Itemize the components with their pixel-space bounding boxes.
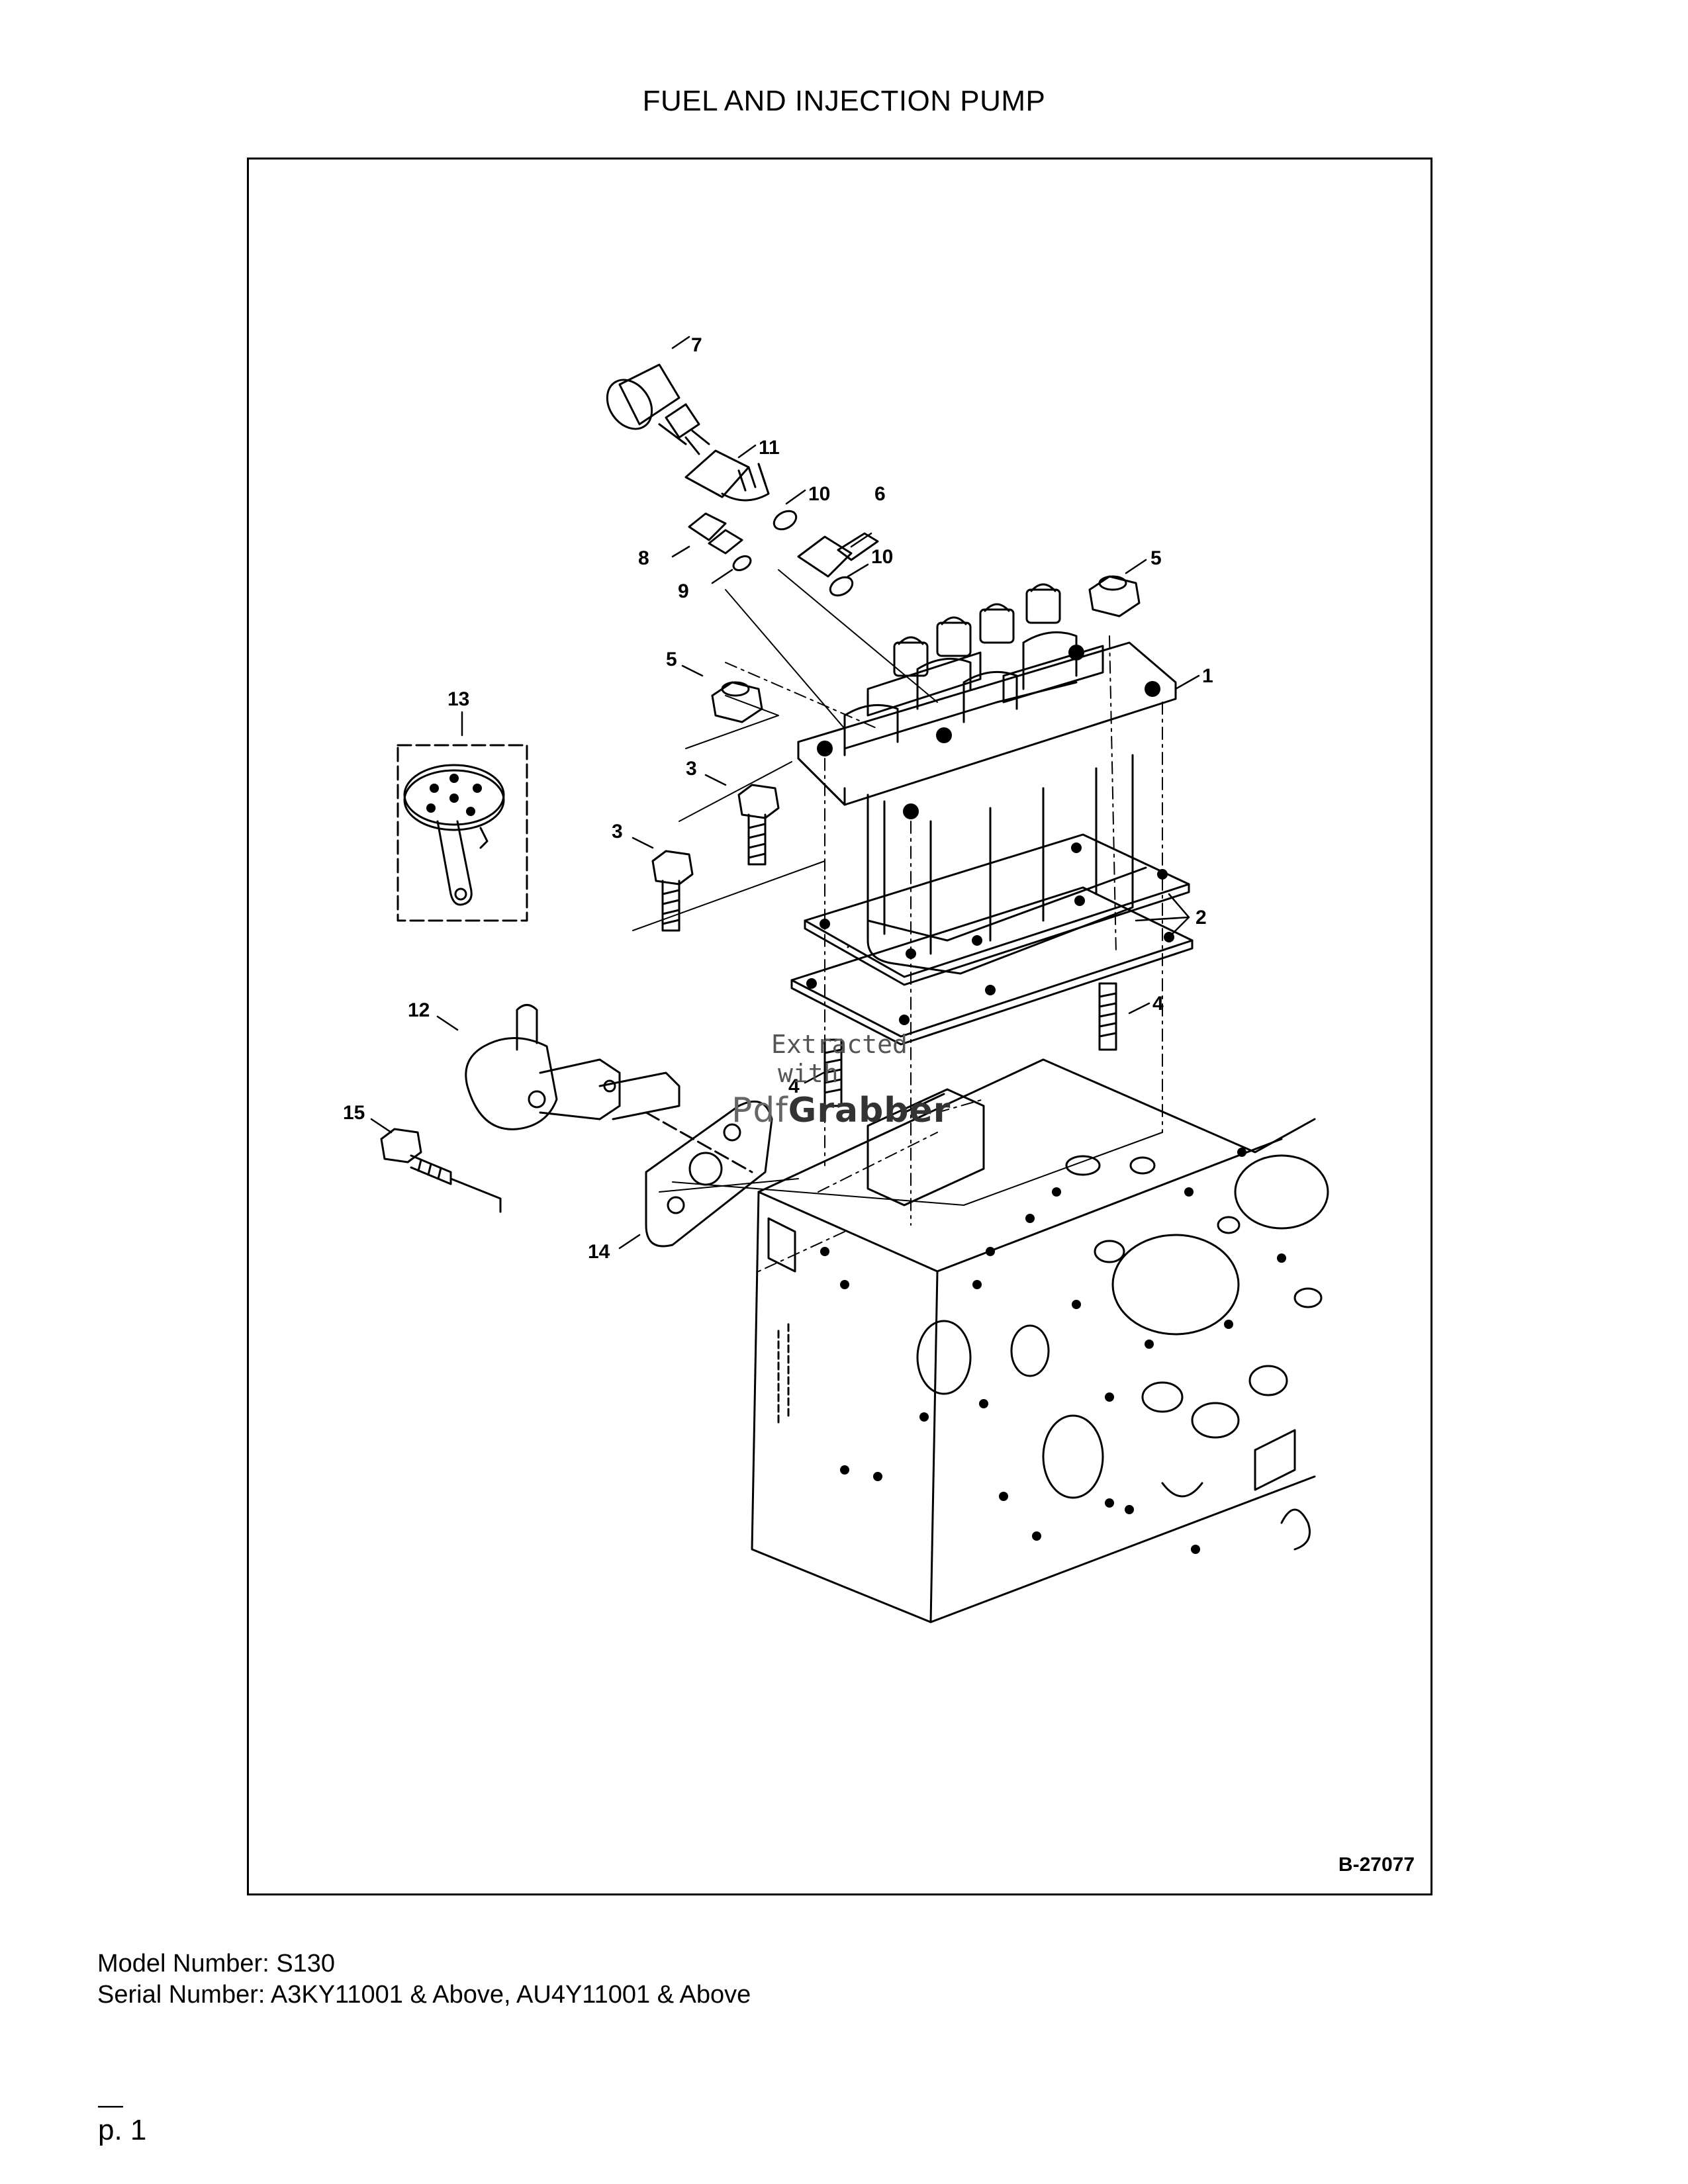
callout-4a: 4: [1152, 993, 1164, 1015]
watermark-line-2: with: [778, 1059, 839, 1088]
callout-6: 6: [874, 483, 886, 505]
studs: [823, 982, 1117, 1107]
callout-10b: 10: [871, 546, 893, 568]
callout-12: 12: [408, 999, 430, 1021]
nuts: [711, 575, 1141, 723]
callout-1: 1: [1202, 665, 1213, 687]
bolt-15: [380, 1128, 502, 1213]
engine-bolt-holes: [820, 1148, 1286, 1554]
callout-14: 14: [588, 1241, 610, 1263]
page-title: FUEL AND INJECTION PUMP: [642, 85, 1046, 117]
feed-pump: [465, 1004, 753, 1173]
gaskets: [790, 833, 1194, 1046]
callout-3b: 3: [612, 821, 623, 842]
callout-4b: 4: [788, 1075, 800, 1097]
watermark-logo-a: Pdf: [731, 1091, 788, 1130]
callout-8: 8: [638, 547, 649, 569]
feed-pump-gasket: [645, 1100, 773, 1248]
watermark-line-1: Extracted: [771, 1030, 908, 1059]
gasket-holes: [806, 842, 1174, 1025]
callout-9: 9: [678, 580, 689, 602]
diagram-frame: 7 11 10 6 8 9 10 5 5 1 13 3 3 2 4 12 4 1…: [247, 158, 1432, 1895]
callout-10: 10: [808, 483, 830, 505]
callout-5b: 5: [666, 649, 677, 670]
callout-5a: 5: [1150, 547, 1162, 569]
exploded-parts-diagram: 7 11 10 6 8 9 10 5 5 1 13 3 3 2 4 12 4 1…: [343, 334, 1329, 1623]
callout-7: 7: [691, 334, 702, 356]
callout-2: 2: [1196, 907, 1207, 929]
serial-number: Serial Number: A3KY11001 & Above, AU4Y11…: [97, 1981, 751, 2009]
callout-11: 11: [759, 437, 780, 459]
model-number: Model Number: S130: [97, 1950, 336, 1978]
drawing-code: B-27077: [1338, 1854, 1415, 1876]
engine-block: [751, 946, 1329, 1623]
watermark-logo: PdfGrabber: [731, 1091, 951, 1130]
callout-13: 13: [447, 688, 469, 710]
fuel-fittings: [606, 363, 879, 597]
pump-flange-holes: [817, 645, 1160, 819]
bolts: [651, 784, 780, 932]
detail-13: [397, 744, 528, 922]
page-mark: —: [98, 2091, 123, 2119]
page-number: p. 1: [98, 2114, 147, 2146]
callout-15: 15: [343, 1102, 365, 1124]
watermark-logo-b: Grabber: [788, 1091, 951, 1130]
callout-3a: 3: [686, 758, 697, 780]
